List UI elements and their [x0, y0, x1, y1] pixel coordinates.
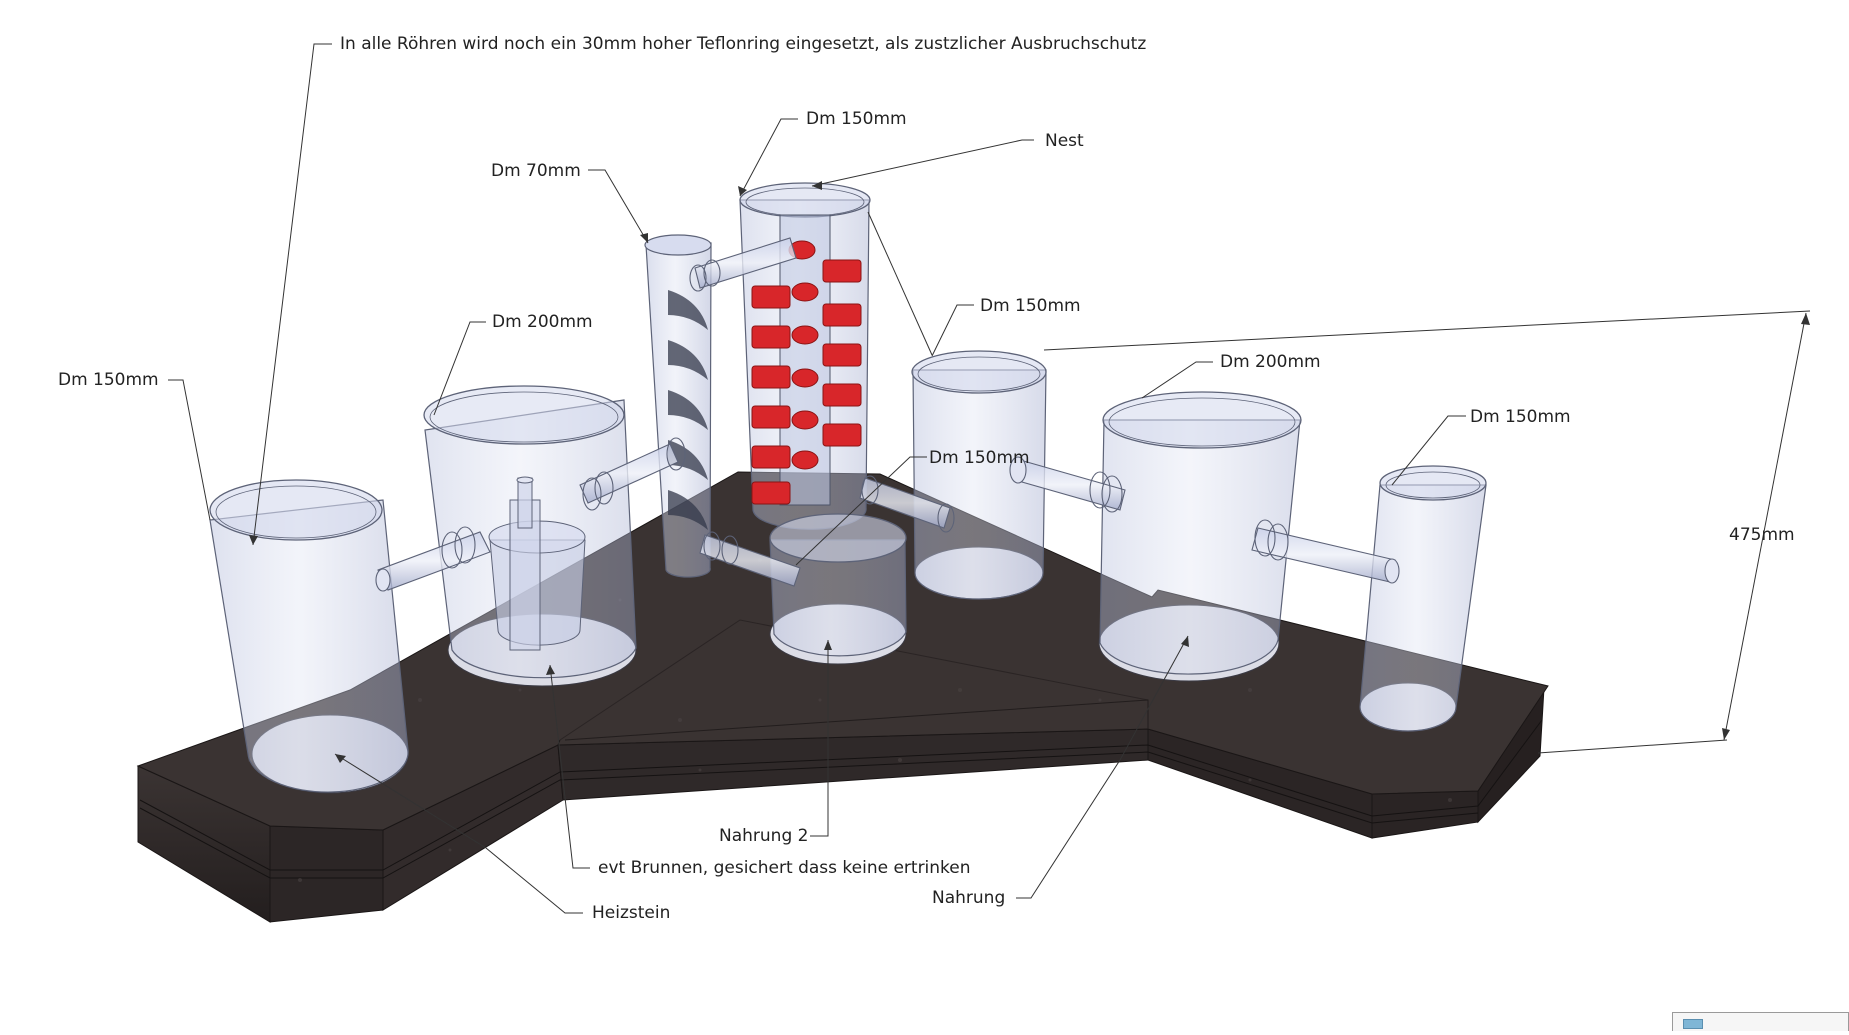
connecting-pipes: [375, 237, 1400, 592]
brunnen-label: evt Brunnen, gesichert dass keine ertrin…: [598, 858, 971, 878]
dm200-left-label: Dm 200mm: [492, 312, 593, 332]
tube-far-right: [1359, 465, 1487, 732]
top-note-label: In alle Röhren wird noch ein 30mm hoher …: [340, 34, 1147, 54]
dm150-far-left-label: Dm 150mm: [58, 370, 159, 390]
window-thumbnail-icon: [1683, 1019, 1703, 1029]
tube-center-right: [911, 350, 1047, 600]
dm200-right-label: Dm 200mm: [1220, 352, 1321, 372]
nahrung-label: Nahrung: [932, 888, 1006, 908]
leader-lines: [168, 43, 1811, 914]
heizstein-label: Heizstein: [592, 903, 671, 923]
height-dimension-label: 475mm: [1729, 525, 1795, 545]
nest-label: Nest: [1045, 131, 1084, 151]
tube-far-left: [209, 479, 409, 793]
nahrung2-label: Nahrung 2: [719, 826, 809, 846]
arrowheads: [249, 181, 1810, 763]
dm150-center-right-label: Dm 150mm: [980, 296, 1081, 316]
tube-nest: [739, 182, 871, 530]
base-side-left-front: [269, 825, 384, 923]
dm150-short-front-label: Dm 150mm: [929, 448, 1030, 468]
tube-left-200: [423, 385, 637, 679]
tube-right-200: [1099, 391, 1302, 675]
dm150-far-right-label: Dm 150mm: [1470, 407, 1571, 427]
window-thumbnail-widget[interactable]: [1672, 1012, 1849, 1031]
dm150-nest-tube-label: Dm 150mm: [806, 109, 907, 129]
dm70-label: Dm 70mm: [491, 161, 581, 181]
tube-short-front: [769, 513, 907, 657]
tube-spiral-70: [644, 234, 712, 578]
nest-red-blocks: [751, 240, 862, 505]
